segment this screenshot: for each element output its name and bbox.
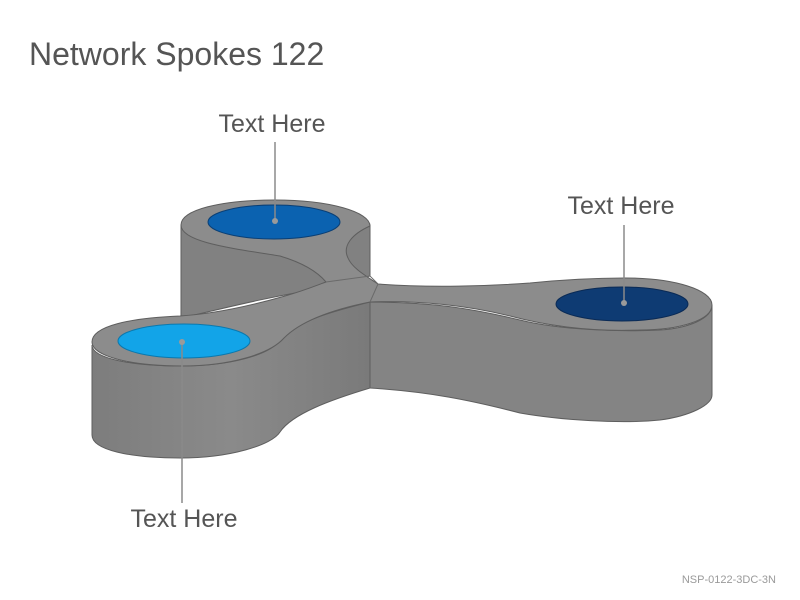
leader-dot-left bbox=[179, 339, 185, 345]
hub-top-surface bbox=[91, 199, 713, 367]
leader-dot-right bbox=[621, 300, 627, 306]
label-top: Text Here bbox=[218, 110, 326, 138]
footer-code: NSP-0122-3DC-3N bbox=[681, 574, 776, 586]
label-right: Text Here bbox=[567, 192, 675, 220]
hub-top-crease bbox=[325, 275, 379, 303]
leader-dot-top bbox=[272, 218, 278, 224]
label-left: Text Here bbox=[130, 505, 238, 533]
right-arm-side bbox=[369, 301, 713, 423]
page-title: Network Spokes 122 bbox=[29, 36, 325, 72]
